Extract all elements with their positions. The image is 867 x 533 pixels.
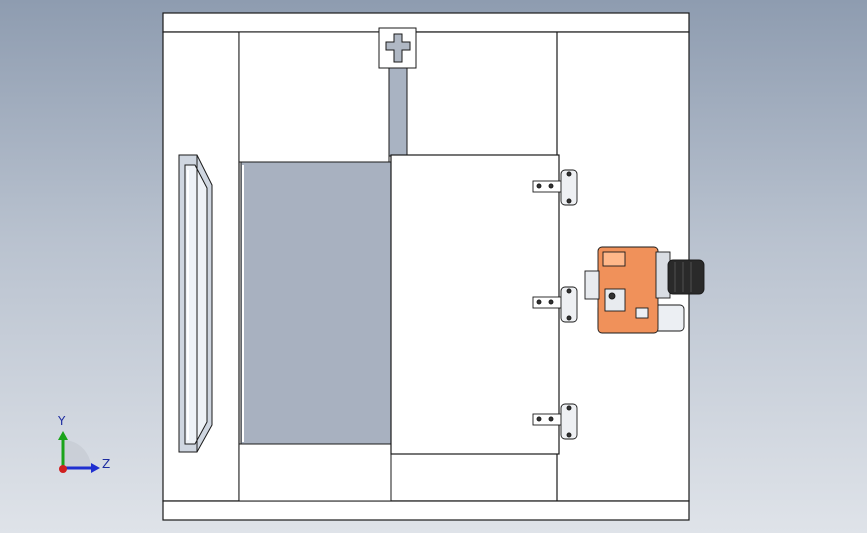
hinge-middle[interactable] bbox=[532, 286, 578, 323]
burner-motor bbox=[667, 259, 705, 295]
burner-control-panel bbox=[604, 288, 626, 312]
left-window-frame[interactable] bbox=[178, 154, 213, 453]
burner-side-connector bbox=[584, 270, 600, 300]
hinge-bottom-knuckle bbox=[560, 403, 578, 440]
hinge-bottom[interactable] bbox=[532, 403, 578, 440]
lower-inner-panel[interactable] bbox=[238, 443, 392, 502]
hinge-top-knuckle bbox=[560, 169, 578, 206]
triad-y-label: Y bbox=[58, 414, 66, 428]
orientation-triad[interactable] bbox=[58, 431, 100, 473]
upper-inner-panel[interactable] bbox=[238, 31, 390, 163]
burner-unit[interactable] bbox=[584, 246, 705, 334]
burner-highlight bbox=[602, 251, 626, 267]
window-glass bbox=[184, 164, 208, 445]
center-opening[interactable] bbox=[238, 31, 392, 502]
hinge-middle-knuckle bbox=[560, 286, 578, 323]
cross-cutout bbox=[385, 33, 411, 63]
opening-cavity[interactable] bbox=[240, 161, 392, 445]
vertical-slot[interactable] bbox=[388, 59, 408, 157]
door-panel[interactable] bbox=[390, 154, 560, 455]
housing-bottom-rail[interactable] bbox=[162, 500, 690, 521]
top-bracket-assembly[interactable] bbox=[378, 27, 417, 157]
triad-y-arrow bbox=[58, 431, 68, 440]
hinge-top[interactable] bbox=[532, 169, 578, 206]
triad-z-label: Z bbox=[102, 457, 111, 471]
triad-quadrant bbox=[63, 440, 91, 468]
housing-top-rail[interactable] bbox=[162, 12, 690, 33]
triad-x-axis bbox=[59, 465, 67, 473]
triad-z-arrow bbox=[91, 463, 100, 473]
